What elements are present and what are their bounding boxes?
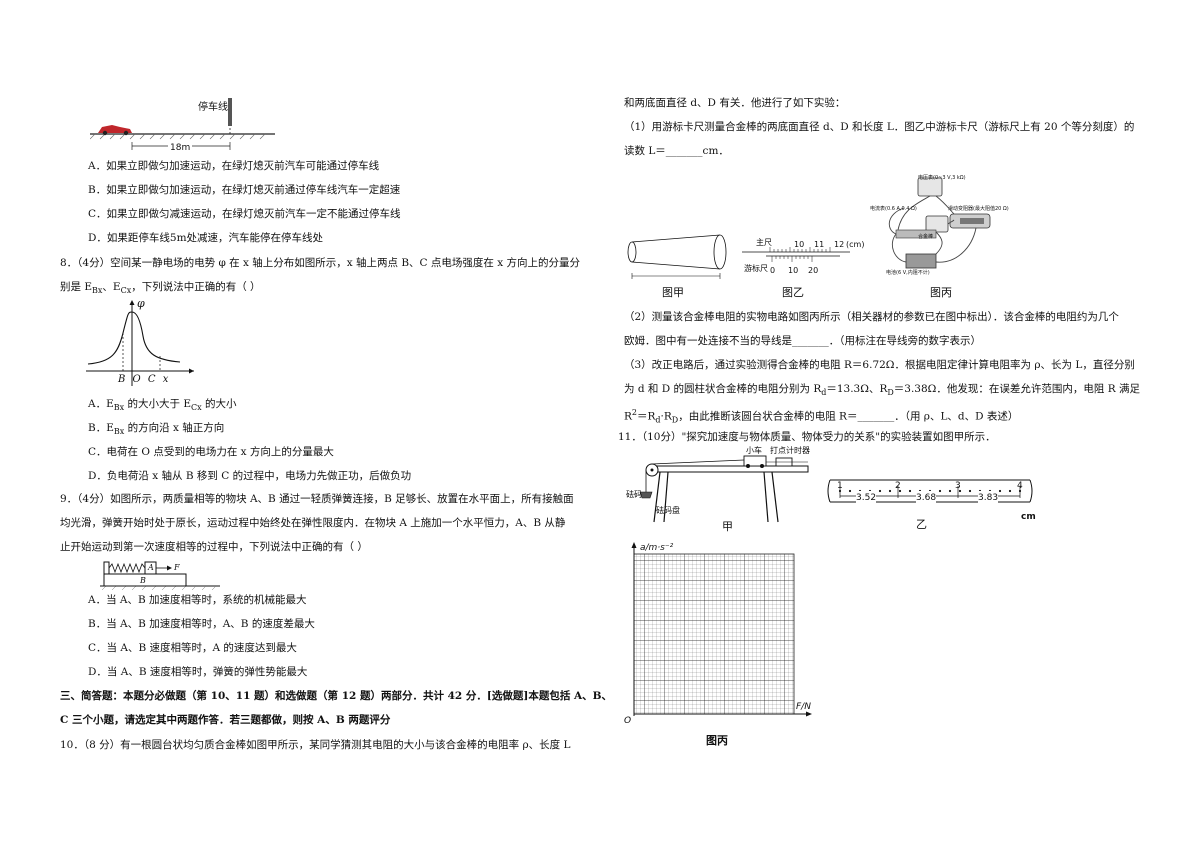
q8-option-d: D．负电荷沿 x 轴从 B 移到 C 的过程中，电场力先做正功，后做负功 xyxy=(88,470,412,482)
q11-stem: 11．（10分）"探究加速度与物体质量、物体受力的关系"的实验装置如图甲所示． xyxy=(618,431,996,443)
q10-stem-line1: 10．（8 分）有一根圆台状均匀质合金棒如图甲所示，某同学猜测其电阻的大小与该合… xyxy=(60,739,571,751)
q10-rod-figure xyxy=(627,234,727,279)
q8-phi-label: φ xyxy=(137,297,145,310)
q8-stem-line1: 8．（4分）空间某一静电场的电势 φ 在 x 轴上分布如图所示，x 轴上两点 B… xyxy=(60,257,581,269)
caliper-vernier-tick-0: 0 xyxy=(770,266,776,275)
tape-gap-1: 3.52 xyxy=(856,491,877,505)
section3-line2: C 三个小题，请选定其中两题作答．若三题都做，则按 A、B 两题评分 xyxy=(60,714,391,726)
q8-option-a: A．EBx 的大小大于 ECx 的大小 xyxy=(88,398,237,413)
graph-x-label: F/N xyxy=(796,702,811,712)
q10-stem-line2: 和两底面直径 d、D 有关．他进行了如下实验： xyxy=(624,97,846,109)
car-icon xyxy=(98,125,132,133)
q10-part3-line1: （3）改正电路后，通过实验测得合金棒的电阻 R＝6.72Ω．根据电阻定律计算电阻… xyxy=(624,359,1135,371)
q10-fig-jia-caption: 图甲 xyxy=(662,286,684,299)
caliper-vernier-tick-10: 10 xyxy=(788,266,799,275)
circuit-rod-label: 合金棒 xyxy=(918,234,934,240)
caliper-vernier-label: 游标尺 xyxy=(744,264,768,273)
q10-part3-line2: 为 d 和 D 的圆柱状合金棒的电阻分别为 Rd＝13.3Ω、RD＝3.38Ω．… xyxy=(624,383,1140,398)
q8-option-b: B．EBx 的方向沿 x 轴正方向 xyxy=(88,422,225,437)
q8-potential-graph xyxy=(86,300,194,386)
q9-label-b: B xyxy=(140,576,146,585)
tape-gap-2: 3.68 xyxy=(916,491,937,505)
q11-weight-label: 砝码 xyxy=(626,490,642,499)
q10-fig-bing-caption: 图丙 xyxy=(930,286,952,299)
q10-part1-line1: （1）用游标卡尺测量合金棒的两底面直径 d、D 和长度 L．图乙中游标卡尺（游标… xyxy=(624,121,1135,133)
q10-part3-line3: R2＝Rd·RD，由此推断该圆台状合金棒的电阻 R＝_______．（用 ρ、L… xyxy=(624,408,1019,425)
q7-option-b: B．如果立即做匀加速运动，在绿灯熄灭前通过停车线汽车一定超速 xyxy=(88,184,401,196)
tape-point-2: 2 xyxy=(895,481,901,491)
circuit-rheostat-label: 滑动变阻器(最大阻值20 Ω) xyxy=(948,206,1009,212)
tape-point-3: 3 xyxy=(955,481,961,491)
q9-stem-line1: 9．（4分）如图所示，两质量相等的物块 A、B 通过一轻质弹簧连接，B 足够长、… xyxy=(60,493,574,505)
caliper-main-scale-label: 主尺 xyxy=(756,238,772,247)
q7-car-figure xyxy=(90,98,275,151)
q8-option-c: C．电荷在 O 点受到的电场力在 x 方向上的分量最大 xyxy=(88,446,334,458)
q11-apparatus-figure xyxy=(639,455,809,523)
circuit-ammeter-label: 电流表(0.6 A,0.4 Ω) xyxy=(870,206,917,212)
q9-option-c: C．当 A、B 速度相等时，A 的速度达到最大 xyxy=(88,642,297,654)
q9-label-a: A xyxy=(148,563,154,572)
q7-stopline-label: 停车线 xyxy=(198,102,228,113)
q11-fig-bing-caption: 图丙 xyxy=(706,734,728,747)
caliper-main-tick-12: 12 xyxy=(834,240,845,249)
tape-point-4: 4 xyxy=(1017,481,1023,491)
q10-part2-line2: 欧姆．图中有一处连接不当的导线是_______．（用标注在导线旁的数字表示） xyxy=(624,335,981,347)
q11-graph-grid xyxy=(631,542,812,717)
circuit-voltmeter-label: 电压表(0~3 V,3 kΩ) xyxy=(918,175,966,181)
q9-stem-line2: 均光滑，弹簧开始时处于原长，运动过程中始终处在弹性限度内．在物块 A 上施加一个… xyxy=(60,517,566,529)
q11-tray-label: 砝码盘 xyxy=(656,506,680,515)
q9-spring-figure xyxy=(100,561,220,590)
caliper-main-tick-11: 11 xyxy=(814,240,825,249)
q7-option-a: A．如果立即做匀加速运动，在绿灯熄灭前汽车可能通过停车线 xyxy=(88,160,380,172)
q9-stem-line3: 止开始运动到第一次速度相等的过程中，下列说法中正确的有（ ） xyxy=(60,541,368,553)
tape-unit: cm xyxy=(1021,512,1036,522)
q9-label-f: F xyxy=(174,563,180,572)
q11-car-label: 小车 xyxy=(746,446,762,455)
q10-part1-line2: 读数 L＝_______cm． xyxy=(624,145,729,157)
q11-timer-label: 打点计时器 xyxy=(770,446,810,455)
q9-option-d: D．当 A、B 速度相等时，弹簧的弹性势能最大 xyxy=(88,666,308,678)
caliper-main-tick-10: 10 xyxy=(794,240,805,249)
graph-y-label: a/m·s⁻² xyxy=(640,543,674,553)
section3-line1: 三、简答题：本题分必做题（第 10、11 题）和选做题（第 12 题）两部分．共… xyxy=(60,690,612,702)
q7-distance-label: 18m xyxy=(170,143,191,153)
tape-point-1: 1 xyxy=(837,481,843,491)
q8-axis-labels: B O C x xyxy=(118,374,171,385)
q9-option-b: B．当 A、B 加速度相等时，A、B 的速度差最大 xyxy=(88,618,315,630)
tape-gap-3: 3.83 xyxy=(978,491,999,505)
q10-caliper-figure xyxy=(742,247,850,262)
caliper-unit: (cm) xyxy=(846,240,865,249)
q10-fig-yi-caption: 图乙 xyxy=(782,286,804,299)
q10-part2-line1: （2）测量该合金棒电阻的实物电路如图丙所示（相关器材的参数已在图中标出）．该合金… xyxy=(624,311,1119,323)
circuit-battery-label: 电池(6 V,内阻不计) xyxy=(886,270,930,276)
q11-fig-yi-caption: 乙 xyxy=(916,518,927,531)
caliper-vernier-tick-20: 20 xyxy=(808,266,819,275)
q7-option-c: C．如果立即做匀减速运动，在绿灯熄灭前汽车一定不能通过停车线 xyxy=(88,208,401,220)
q9-option-a: A．当 A、B 加速度相等时，系统的机械能最大 xyxy=(88,594,307,606)
q7-option-d: D．如果距停车线5m处减速，汽车能停在停车线处 xyxy=(88,232,324,244)
graph-origin-label: O xyxy=(624,716,632,726)
q10-circuit-figure xyxy=(888,177,991,269)
q11-fig-jia-caption: 甲 xyxy=(722,520,733,533)
q8-stem-line2: 别是 EBx、ECx，下列说法中正确的有（ ） xyxy=(60,281,261,296)
